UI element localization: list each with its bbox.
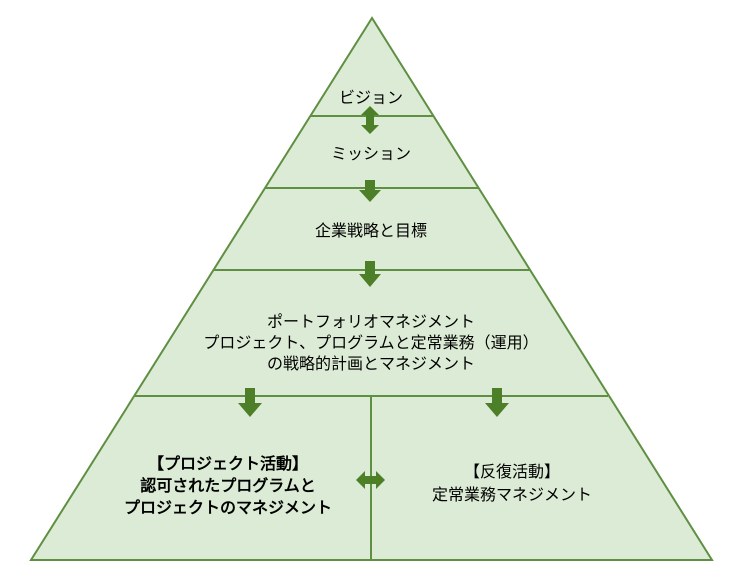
double-arrow-vertical-icon xyxy=(361,106,379,134)
down-arrow-icon xyxy=(485,388,509,417)
level-portfolio-line-1: ポートフォリオマネジメント xyxy=(267,312,475,331)
project-activity-title: 【プロジェクト活動】 xyxy=(148,454,308,473)
level-portfolio-line-3: の戦略的計画とマネジメント xyxy=(267,354,475,373)
repeat-activity-title: 【反復活動】 xyxy=(464,462,560,481)
double-arrow-horizontal-icon xyxy=(356,471,385,489)
repeat-activity-line-1: 定常業務マネジメント xyxy=(432,485,592,504)
level-strategy-label: 企業戦略と目標 xyxy=(315,221,427,240)
level-mission-label: ミッション xyxy=(331,144,411,163)
down-arrow-icon xyxy=(238,388,262,417)
down-arrow-icon xyxy=(359,261,381,287)
level-vision-label: ビジョン xyxy=(339,88,403,107)
project-activity-line-1: 認可されたプログラムと xyxy=(140,476,316,495)
level-portfolio-line-2: プロジェクト、プログラムと定常業務（運用） xyxy=(203,333,538,352)
down-arrow-icon xyxy=(359,180,381,202)
project-activity-line-2: プロジェクトのマネジメント xyxy=(124,498,332,517)
